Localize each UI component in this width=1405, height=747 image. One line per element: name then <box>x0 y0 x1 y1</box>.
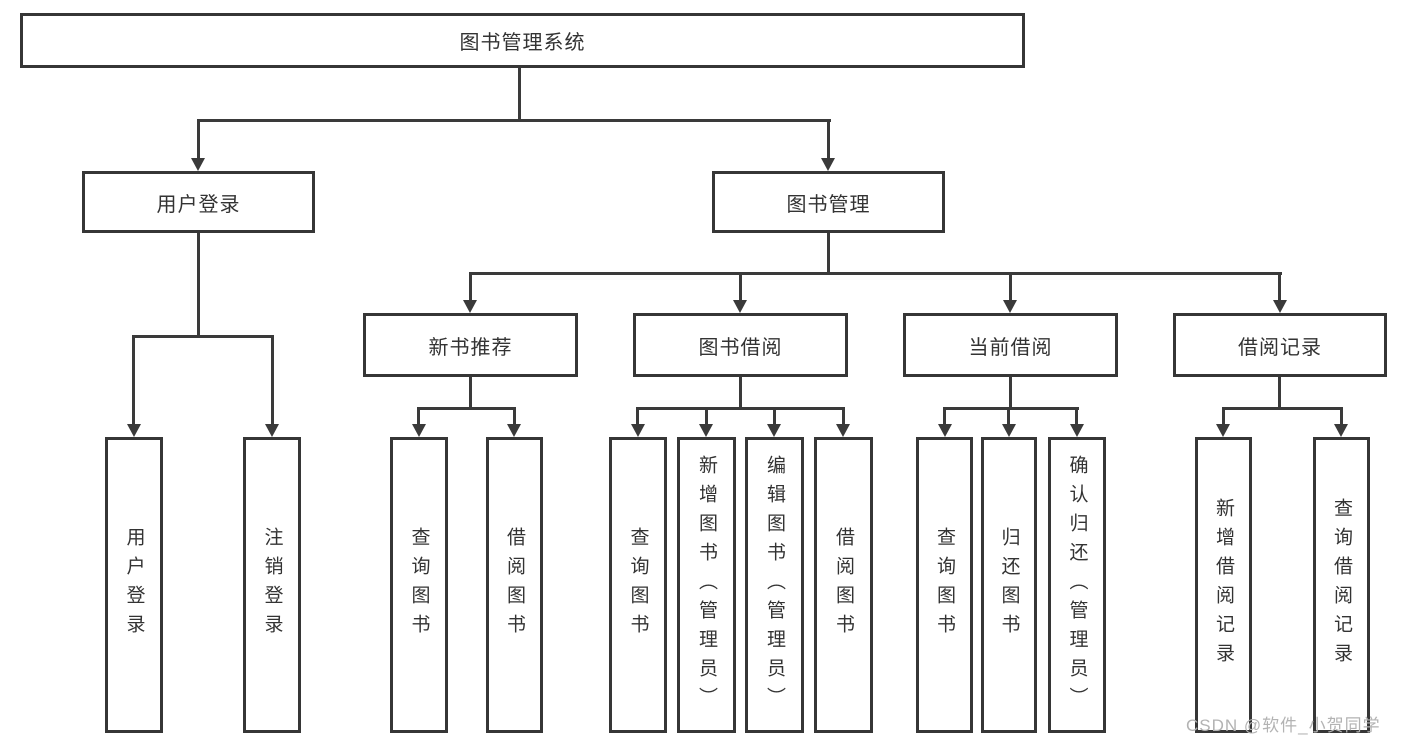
leaf-query-books-recommend-label: 查询图书 <box>408 527 430 643</box>
arrowhead-down-icon <box>265 424 279 437</box>
connector-line <box>827 119 830 160</box>
leaf-user-login-label: 用户登录 <box>123 527 145 643</box>
arrowhead-down-icon <box>1070 424 1084 437</box>
node-current-borrow: 当前借阅 <box>903 313 1118 377</box>
arrowhead-down-icon <box>836 424 850 437</box>
arrowhead-down-icon <box>463 300 477 313</box>
node-book-borrow: 图书借阅 <box>633 313 848 377</box>
connector-line <box>197 119 831 122</box>
node-book-management-label: 图书管理 <box>786 193 871 216</box>
leaf-query-borrow-record: 查询借阅记录 <box>1313 437 1370 733</box>
arrowhead-down-icon <box>1216 424 1230 437</box>
connector-line <box>1340 407 1343 424</box>
leaf-confirm-return-admin: 确认归还（管理员） <box>1048 437 1106 733</box>
connector-line <box>1222 407 1343 410</box>
leaf-query-books-current-label: 查询图书 <box>934 527 955 643</box>
leaf-borrow-books-label: 借阅图书 <box>833 527 854 643</box>
arrowhead-down-icon <box>507 424 521 437</box>
leaf-borrow-books-recommend-label: 借阅图书 <box>504 527 525 643</box>
leaf-query-books-borrow: 查询图书 <box>609 437 667 733</box>
connector-line <box>636 407 639 424</box>
connector-line <box>1009 377 1012 407</box>
leaf-add-book-admin: 新增图书（管理员） <box>677 437 736 733</box>
leaf-query-books-borrow-label: 查询图书 <box>627 527 649 643</box>
connector-line <box>469 377 472 407</box>
arrowhead-down-icon <box>412 424 426 437</box>
node-new-book-recommend: 新书推荐 <box>363 313 578 377</box>
arrowhead-down-icon <box>733 300 747 313</box>
leaf-add-borrow-record: 新增借阅记录 <box>1195 437 1252 733</box>
node-user-login: 用户登录 <box>82 171 315 233</box>
arrowhead-down-icon <box>1003 300 1017 313</box>
connector-line <box>1007 407 1010 424</box>
leaf-query-books-current: 查询图书 <box>916 437 973 733</box>
connector-line <box>197 233 200 335</box>
connector-line <box>132 335 274 338</box>
connector-line <box>132 335 135 424</box>
arrowhead-down-icon <box>127 424 141 437</box>
node-root: 图书管理系统 <box>20 13 1025 68</box>
node-book-management: 图书管理 <box>712 171 945 233</box>
node-borrow-records-label: 借阅记录 <box>1238 336 1322 359</box>
leaf-user-login: 用户登录 <box>105 437 163 733</box>
node-borrow-records: 借阅记录 <box>1173 313 1387 377</box>
node-user-login-label: 用户登录 <box>156 193 241 216</box>
connector-line <box>197 119 200 160</box>
leaf-borrow-books-recommend: 借阅图书 <box>486 437 543 733</box>
node-book-borrow-label: 图书借阅 <box>698 336 783 359</box>
connector-line <box>469 272 472 300</box>
connector-line <box>417 407 516 410</box>
connector-line <box>1222 407 1225 424</box>
leaf-logout: 注销登录 <box>243 437 301 733</box>
connector-line <box>417 407 420 424</box>
csdn-watermark: CSDN @软件_小贺同学 <box>1186 716 1381 735</box>
node-root-label: 图书管理系统 <box>459 32 586 54</box>
leaf-add-borrow-record-label: 新增借阅记录 <box>1213 498 1234 672</box>
arrowhead-down-icon <box>821 158 835 171</box>
leaf-confirm-return-admin-label: 确认归还（管理员） <box>1066 454 1088 716</box>
connector-line <box>518 68 521 119</box>
node-new-book-recommend-label: 新书推荐 <box>428 336 513 359</box>
leaf-query-books-recommend: 查询图书 <box>390 437 448 733</box>
leaf-return-book: 归还图书 <box>981 437 1037 733</box>
leaf-edit-book-admin-label: 编辑图书（管理员） <box>764 454 785 716</box>
arrowhead-down-icon <box>1002 424 1016 437</box>
arrowhead-down-icon <box>1273 300 1287 313</box>
connector-line <box>739 377 742 407</box>
leaf-edit-book-admin: 编辑图书（管理员） <box>745 437 804 733</box>
connector-line <box>842 407 845 424</box>
node-current-borrow-label: 当前借阅 <box>968 336 1053 359</box>
connector-line <box>513 407 516 424</box>
leaf-add-book-admin-label: 新增图书（管理员） <box>696 454 717 716</box>
connector-line <box>705 407 708 424</box>
connector-line <box>636 407 845 410</box>
arrowhead-down-icon <box>938 424 952 437</box>
connector-line <box>773 407 776 424</box>
arrowhead-down-icon <box>1334 424 1348 437</box>
connector-line <box>1278 272 1281 300</box>
connector-line <box>1075 407 1078 424</box>
connector-line <box>1009 272 1012 300</box>
leaf-query-borrow-record-label: 查询借阅记录 <box>1331 498 1352 672</box>
connector-line <box>1278 377 1281 407</box>
connector-line <box>271 335 274 424</box>
leaf-logout-label: 注销登录 <box>261 527 283 643</box>
connector-line <box>739 272 742 300</box>
arrowhead-down-icon <box>191 158 205 171</box>
leaf-return-book-label: 归还图书 <box>998 527 1020 643</box>
connector-line <box>827 233 830 272</box>
connector-line <box>943 407 946 424</box>
arrowhead-down-icon <box>767 424 781 437</box>
arrowhead-down-icon <box>631 424 645 437</box>
connector-line <box>943 407 1079 410</box>
arrowhead-down-icon <box>699 424 713 437</box>
connector-line <box>469 272 1282 275</box>
leaf-borrow-books: 借阅图书 <box>814 437 873 733</box>
